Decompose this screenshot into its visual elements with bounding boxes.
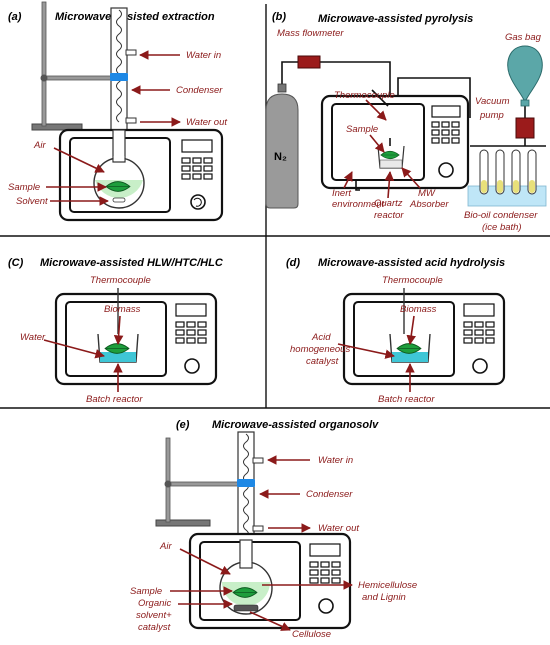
label-sample: Sample	[8, 182, 40, 193]
label-cellulose: Cellulose	[292, 629, 331, 640]
label-inert-1: Inert	[332, 188, 351, 199]
label-acid-3: catalyst	[306, 356, 339, 367]
panel-b-id: (b)	[272, 11, 286, 23]
bio-oil-condenser-icon	[467, 145, 547, 207]
label-sample: Sample	[130, 586, 162, 597]
label-condenser-2: (ice bath)	[482, 222, 522, 233]
condenser-icon	[110, 7, 137, 133]
test-tube-icon	[479, 149, 489, 195]
label-air: Air	[33, 140, 46, 151]
clamp-knob	[40, 74, 48, 82]
panel-c-title: Microwave-assisted HLW/HTC/HLC	[40, 257, 224, 269]
vacuum-pump-icon	[515, 117, 535, 139]
panel-c: (C) Microwave-assisted HLW/HTC/HLC Therm…	[8, 257, 224, 405]
test-tube-icon	[495, 149, 505, 195]
label-batch-reactor: Batch reactor	[378, 394, 435, 405]
label-biomass: Biomass	[400, 304, 437, 315]
label-hemicellulose-2: and Lignin	[362, 592, 406, 603]
label-acid-1: Acid	[311, 332, 331, 343]
label-n2: N₂	[274, 151, 287, 163]
panel-a-id: (a)	[8, 11, 22, 23]
panel-d-title: Microwave-assisted acid hydrolysis	[318, 257, 505, 269]
stand-base	[31, 123, 83, 131]
microwave-oven-icon	[58, 128, 224, 222]
label-mass-flowmeter: Mass flowmeter	[277, 28, 344, 39]
panel-e: (e) Microwave-assisted organosolv Water …	[130, 419, 417, 640]
label-thermocouple: Thermocouple	[90, 275, 151, 286]
gas-cylinder-icon: N₂	[265, 83, 299, 209]
panel-a-title: Microwave-assisted extraction	[55, 11, 215, 23]
label-gas-bag: Gas bag	[505, 32, 542, 43]
label-water-out: Water out	[186, 117, 227, 128]
panel-a: (a) Microwave-assisted extraction Water …	[8, 1, 227, 222]
label-inert-2: environment	[332, 199, 385, 210]
test-tube-icon	[527, 149, 537, 195]
label-solvent: Solvent	[16, 196, 48, 207]
label-water-out: Water out	[318, 523, 359, 534]
label-hemicellulose-1: Hemicellulose	[358, 580, 417, 591]
label-water-in: Water in	[318, 455, 353, 466]
label-organic-2: solvent+	[136, 610, 172, 621]
label-quartz-1: Quartz	[374, 198, 403, 209]
label-acid-2: homogeneous	[290, 344, 350, 355]
label-organic-1: Organic	[138, 598, 172, 609]
label-organic-3: catalyst	[138, 622, 171, 633]
cellulose-residue	[233, 604, 259, 612]
clamp-arm	[45, 75, 115, 81]
panel-e-id: (e)	[176, 419, 190, 431]
test-tube-icon	[511, 149, 521, 195]
label-condenser: Condenser	[306, 489, 353, 500]
round-flask-icon	[93, 129, 145, 209]
panel-b: (b) Microwave-assisted pyrolysis Mass fl…	[265, 11, 547, 233]
label-water: Water	[20, 332, 46, 343]
label-batch-reactor: Batch reactor	[86, 394, 143, 405]
label-absorber: Absorber	[409, 199, 449, 210]
condenser-icon	[237, 431, 264, 543]
clamp-blue	[110, 73, 128, 81]
microwave-oven-icon	[320, 94, 470, 190]
label-air: Air	[159, 541, 172, 552]
label-thermocouple: Thermocouple	[382, 275, 443, 286]
beaker-icon	[389, 288, 431, 363]
panel-d-id: (d)	[286, 257, 300, 269]
label-condenser-1: Bio-oil condenser	[464, 210, 538, 221]
panel-d: (d) Microwave-assisted acid hydrolysis T…	[286, 257, 506, 405]
label-mw: MW	[418, 188, 436, 199]
mass-flowmeter-icon	[297, 55, 321, 69]
label-vacuum: Vacuum	[475, 96, 510, 107]
label-quartz-2: reactor	[374, 210, 404, 221]
stir-bar	[112, 197, 126, 203]
panel-b-title: Microwave-assisted pyrolysis	[318, 13, 473, 25]
label-water-in: Water in	[186, 50, 221, 61]
stand-rod	[41, 1, 47, 127]
label-sample: Sample	[346, 124, 378, 135]
label-biomass: Biomass	[104, 304, 141, 315]
round-flask-icon	[219, 539, 273, 615]
panel-e-title: Microwave-assisted organosolv	[212, 419, 379, 431]
label-condenser: Condenser	[176, 85, 223, 96]
label-pump: pump	[479, 110, 504, 121]
gas-bag-icon	[507, 45, 543, 107]
label-thermocouple: Thermocouple	[334, 90, 395, 101]
panel-c-id: (C)	[8, 257, 24, 269]
microwave-oven-icon	[188, 532, 352, 630]
